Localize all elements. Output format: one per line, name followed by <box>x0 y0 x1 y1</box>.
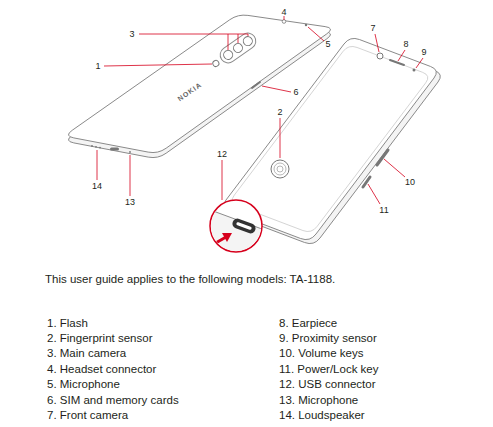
part-list-item: 14. Loudspeaker <box>279 408 365 423</box>
proximity-sensor <box>413 69 416 72</box>
volume-key <box>377 150 388 165</box>
microphone-hole <box>129 151 131 153</box>
part-list-item: 7. Front camera <box>47 408 128 423</box>
fingerprint-ring <box>274 163 286 175</box>
flash <box>212 59 220 67</box>
part-list-item: 6. SIM and memory cards <box>47 393 179 408</box>
sim-slot <box>252 82 260 88</box>
leader-line <box>139 34 248 35</box>
leader-line <box>308 27 324 41</box>
leader-line <box>368 184 380 204</box>
speaker-hole <box>99 147 101 149</box>
logo-text: NOKIA <box>176 81 203 103</box>
leader-line <box>416 58 423 68</box>
speaker-hole <box>91 145 93 147</box>
zoom-content <box>205 208 270 264</box>
callout-number: 2 <box>277 107 282 118</box>
callout-number: 12 <box>217 149 227 160</box>
callout-number: 10 <box>405 177 415 188</box>
part-list-item: 9. Proximity sensor <box>279 331 377 346</box>
insert-arrow <box>214 237 226 244</box>
leader-line <box>375 34 379 52</box>
fingerprint-ring <box>277 166 283 172</box>
camera-module <box>209 30 259 72</box>
earpiece <box>390 60 404 65</box>
callout-number: 14 <box>92 181 102 192</box>
glass-outline <box>232 46 428 231</box>
camera-lens <box>222 49 235 62</box>
part-list-item: 2. Fingerprint sensor <box>47 331 152 346</box>
callout-number: 1 <box>95 61 100 72</box>
arrow-head <box>222 233 232 242</box>
front-camera <box>377 53 383 59</box>
part-list-item: 10. Volume keys <box>279 346 363 361</box>
part-list-item: 11. Power/Lock key <box>279 362 379 377</box>
callout-number: 11 <box>379 205 388 216</box>
camera-lens <box>232 42 245 55</box>
microphone-hole <box>305 24 307 26</box>
callout-number: 8 <box>403 39 408 50</box>
leader-line <box>398 50 405 61</box>
part-list-item: 12. USB connector <box>279 377 376 392</box>
leader-line <box>104 64 212 66</box>
leader-line <box>284 16 285 20</box>
model-note: This user guide applies to the following… <box>45 272 335 287</box>
callout-number: 4 <box>281 7 286 18</box>
part-list-item: 13. Microphone <box>279 393 358 408</box>
leader-line <box>97 150 98 180</box>
part-list-item: 5. Microphone <box>47 377 120 392</box>
leader-line <box>222 160 223 200</box>
callout-number: 9 <box>421 47 426 58</box>
camera-housing <box>217 30 259 66</box>
callout-number: 5 <box>325 39 330 50</box>
glass-edge <box>232 46 428 231</box>
usb-port <box>110 148 119 151</box>
callout-number: 6 <box>293 87 298 98</box>
callout-number: 7 <box>370 23 375 34</box>
part-list-item: 8. Earpiece <box>279 316 337 331</box>
leader-line <box>130 155 131 196</box>
leader-line <box>228 34 229 50</box>
leader-line <box>384 159 405 177</box>
callout-number: 13 <box>125 197 135 208</box>
illustration-group <box>68 15 440 264</box>
headset-jack <box>282 20 286 24</box>
speaker-hole <box>95 146 97 148</box>
callout-number: 3 <box>129 29 134 40</box>
camera-lens <box>242 35 255 48</box>
phone-edge <box>205 208 270 264</box>
leader-lines <box>97 16 423 204</box>
part-list-item: 4. Headset connector <box>47 362 156 377</box>
part-list-item: 1. Flash <box>47 316 88 331</box>
leader-line <box>280 118 281 158</box>
port-body <box>231 217 257 235</box>
port-tongue <box>236 222 252 230</box>
leader-line <box>238 34 239 43</box>
leader-line <box>248 34 249 36</box>
usb-port <box>231 217 257 235</box>
fingerprint-sensor <box>271 160 289 178</box>
leader-line <box>262 86 291 92</box>
part-list-item: 3. Main camera <box>47 346 126 361</box>
